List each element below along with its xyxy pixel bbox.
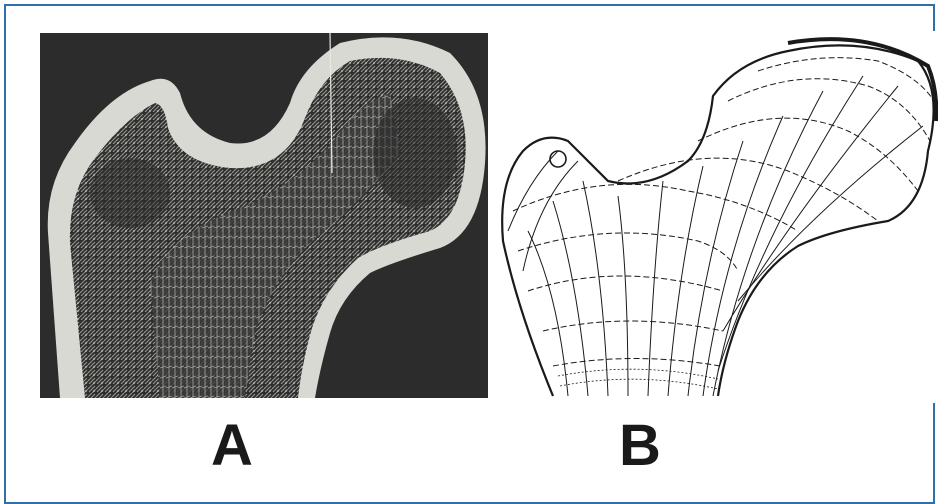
panel-b-drawing	[498, 31, 938, 403]
photo-icon	[40, 33, 488, 398]
panel-a-photo	[40, 33, 488, 398]
panel-a-label: A	[192, 417, 272, 475]
line-drawing-icon	[498, 31, 938, 403]
panel-b-label: B	[600, 417, 680, 475]
